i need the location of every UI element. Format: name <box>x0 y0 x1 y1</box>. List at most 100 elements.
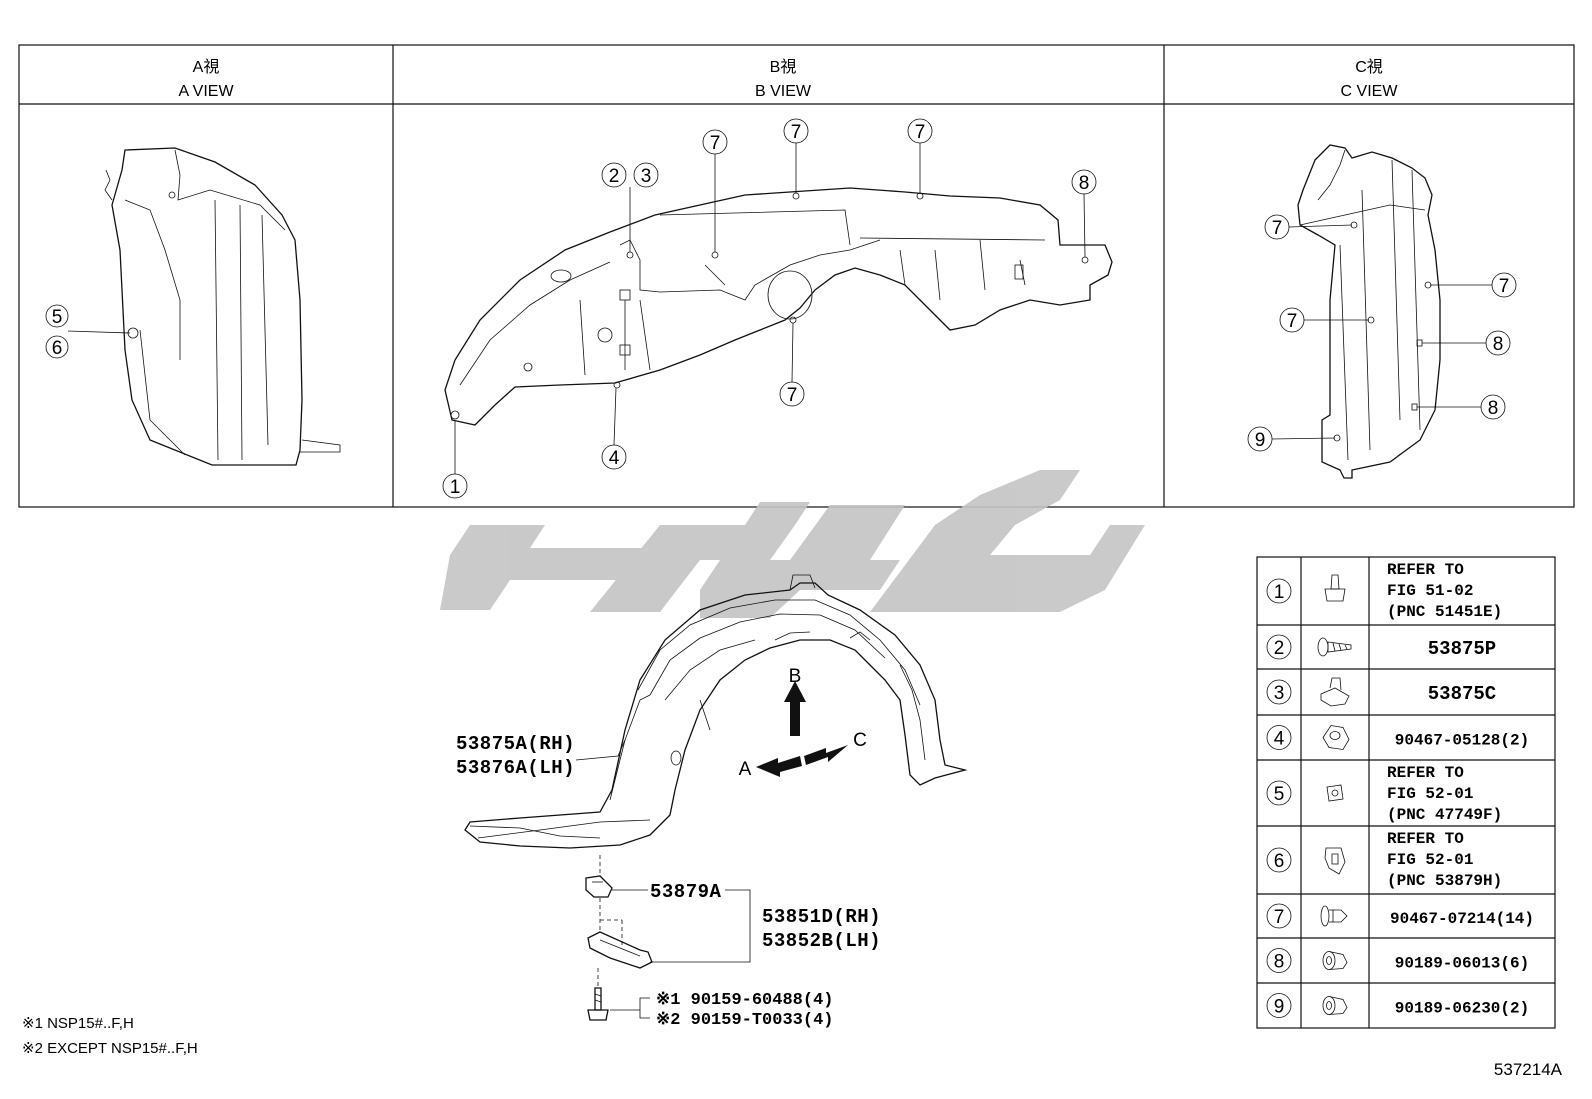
svg-text:C VIEW: C VIEW <box>1341 83 1399 100</box>
fastener-description: FIG 52-01 <box>1387 785 1473 803</box>
svg-text:C視: C視 <box>1355 58 1383 76</box>
callout-2-b: 2 <box>601 162 627 188</box>
callout-7-c2: 7 <box>1279 307 1305 333</box>
svg-text:7: 7 <box>787 385 798 406</box>
svg-text:B VIEW: B VIEW <box>755 83 812 100</box>
leader-line <box>613 387 617 446</box>
nut-icon <box>1322 951 1348 970</box>
fastener-description: 90189-06013(6) <box>1395 955 1529 973</box>
nut-clip-icon <box>1320 677 1350 707</box>
leader-line <box>1271 437 1336 440</box>
push-clip-icon <box>1324 574 1346 602</box>
fastener-number-label: 1 <box>1274 582 1285 603</box>
fastener-description: 53875P <box>1428 638 1496 660</box>
fastener-description: FIG 51-02 <box>1387 582 1473 600</box>
fastener-number-label: 7 <box>1274 907 1285 928</box>
leader-line <box>650 889 751 963</box>
direction-arrow-c: C <box>804 730 867 765</box>
fastener-number: 3 <box>1266 679 1292 705</box>
grommet-icon <box>1326 784 1344 802</box>
callout-6-a: 6 <box>45 335 69 359</box>
bracket-5385x <box>587 931 653 969</box>
view-header-a: A視 A VIEW <box>178 58 234 100</box>
callout-4-b: 4 <box>601 444 627 470</box>
fastener-number-label: 8 <box>1274 952 1285 973</box>
svg-text:8: 8 <box>1488 398 1499 419</box>
callout-7-c3: 7 <box>1491 272 1517 298</box>
callout-8-b: 8 <box>1071 169 1097 195</box>
rivet-clip-icon <box>1320 905 1348 927</box>
svg-text:7: 7 <box>1499 276 1510 297</box>
svg-text:A視: A視 <box>193 58 220 76</box>
direction-arrow-a: A <box>739 756 802 780</box>
callout-8-c2: 8 <box>1480 394 1506 420</box>
svg-text:9: 9 <box>1255 430 1266 451</box>
leader-line <box>791 322 794 383</box>
bracket-rh-part-number: 53851D(RH) <box>762 906 881 928</box>
fastener-number: 9 <box>1266 993 1292 1018</box>
leader-line <box>610 997 650 1019</box>
screw-icon <box>1317 637 1352 657</box>
callout-5-a: 5 <box>45 304 69 328</box>
fastener-number: 5 <box>1266 780 1292 806</box>
svg-text:5: 5 <box>52 307 63 328</box>
fastener-description: REFER TO <box>1387 764 1464 782</box>
fastener-description: 90467-07214(14) <box>1390 910 1534 928</box>
callout-3-b: 3 <box>633 162 659 188</box>
leader-line <box>575 739 626 761</box>
svg-text:B視: B視 <box>770 58 797 76</box>
svg-text:A: A <box>739 759 752 780</box>
leader-line <box>599 898 623 948</box>
note-2: ※2 EXCEPT NSP15#..F,H <box>22 1040 198 1057</box>
fastener-number: 1 <box>1266 578 1292 604</box>
direction-arrow-b: B <box>784 666 806 736</box>
svg-text:4: 4 <box>609 448 620 469</box>
callout-7-b2: 7 <box>783 118 809 144</box>
svg-text:6: 6 <box>52 338 63 359</box>
view-header-b: B視 B VIEW <box>755 58 812 100</box>
drawing-code: 537214A <box>1494 1060 1563 1079</box>
retainer-icon <box>1324 847 1346 875</box>
nut-icon <box>1322 996 1348 1015</box>
clip-part-number: 53879A <box>650 881 722 903</box>
fastener-number-label: 9 <box>1274 997 1285 1018</box>
fastener-description: 90467-05128(2) <box>1395 732 1529 750</box>
svg-text:7: 7 <box>915 122 926 143</box>
fastener-description: 90189-06230(2) <box>1395 1000 1529 1018</box>
fastener-row: 5 REFER TO FIG 52-01 (PNC 47749F) <box>1257 759 1555 824</box>
svg-text:7: 7 <box>710 133 721 154</box>
b-view-liner <box>444 187 1113 426</box>
clip-53879a <box>585 875 613 898</box>
callout-7-b3: 7 <box>907 118 933 144</box>
screw-part-number-1: ※1 90159-60488(4) <box>656 991 833 1010</box>
leader-line <box>1288 224 1353 228</box>
fastener-number: 7 <box>1266 903 1292 929</box>
main-fender-liner <box>464 574 968 849</box>
fastener-row: 2 53875P <box>1257 624 1555 660</box>
c-view-liner <box>1297 144 1441 479</box>
fastener-number-label: 2 <box>1274 638 1285 659</box>
svg-text:3: 3 <box>641 166 652 187</box>
svg-text:53876A(LH): 53876A(LH) <box>456 757 575 779</box>
callout-1-b: 1 <box>442 473 468 499</box>
svg-text:53875A(RH): 53875A(RH) <box>456 733 575 755</box>
screw-part-number-2: ※2 90159-T0033(4) <box>656 1011 833 1030</box>
fastener-number: 6 <box>1266 847 1292 873</box>
callout-7-c1: 7 <box>1264 214 1290 240</box>
leader-line <box>1083 193 1086 258</box>
fastener-description: (PNC 47749F) <box>1387 806 1502 824</box>
leader-line <box>67 330 131 334</box>
svg-text:7: 7 <box>1287 311 1298 332</box>
fastener-description: REFER TO <box>1387 561 1464 579</box>
svg-text:C: C <box>853 730 867 751</box>
fastener-row: 3 53875C <box>1257 668 1555 707</box>
svg-text:B: B <box>789 666 802 687</box>
fastener-number-label: 6 <box>1274 851 1285 872</box>
svg-text:8: 8 <box>1079 173 1090 194</box>
view-header-c: C視 C VIEW <box>1341 58 1399 100</box>
fastener-row: 8 90189-06013(6) <box>1257 937 1555 973</box>
bracket-lh-part-number: 53852B(LH) <box>762 930 881 952</box>
fastener-description: 53875C <box>1428 683 1496 705</box>
